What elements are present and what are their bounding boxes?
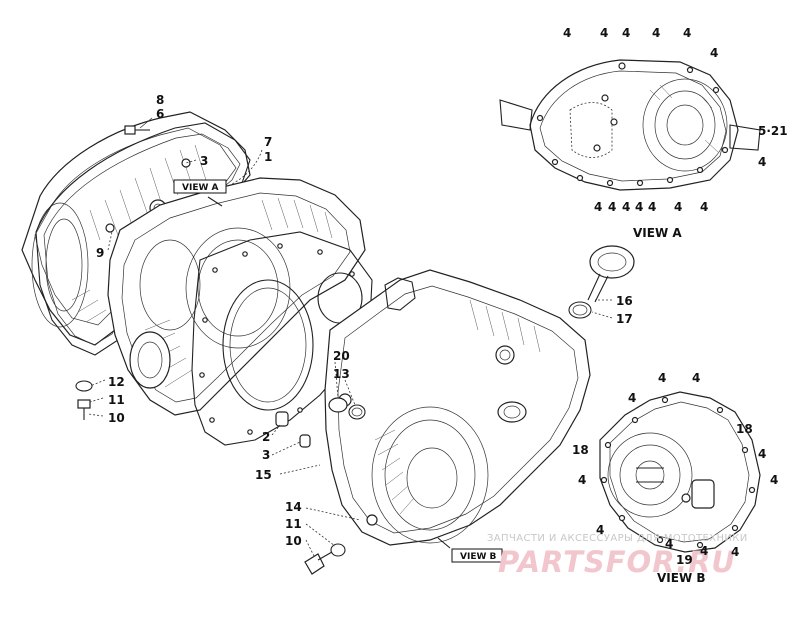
callout-20: 20 [333,349,350,363]
view-b-callout-18: 18 [736,422,753,436]
view-b-title: VIEW B [657,571,706,585]
inner-clutch-housing [107,177,366,416]
view-a-drawing [499,59,761,191]
watermark-logo: PARTSFOR.RU [498,545,736,579]
callout-10-bottom: 10 [285,534,302,548]
view-b-drawing [599,391,761,553]
callout-labels: 8 6 7 1 3 9 12 11 10 20 13 2 3 15 14 11 … [96,26,788,567]
view-b-callout-4: 4 [731,545,739,559]
callout-15: 15 [255,468,272,482]
view-a-callout-4: 4 [758,155,766,169]
view-b-callout-4: 4 [665,537,673,551]
view-a-tag-text: VIEW A [182,183,219,193]
callout-14: 14 [285,500,302,514]
view-b-callout-4: 4 [596,523,604,537]
view-b-callout-4: 4 [578,473,586,487]
view-a-callout-4: 4 [635,200,643,214]
callout-16: 16 [616,294,633,308]
view-a-callout-4: 4 [622,26,630,40]
view-b-callout-4: 4 [692,371,700,385]
small-hardware [75,125,635,575]
view-a-callout-4: 4 [683,26,691,40]
callout-7: 7 [264,135,272,149]
view-a-callout-5-21: 5·21 [758,124,788,138]
view-b-callout-19: 19 [676,553,693,567]
view-a-callout-4: 4 [652,26,660,40]
view-a-callout-4: 4 [648,200,656,214]
view-a-callout-4: 4 [608,200,616,214]
watermark-caption: ЗАПЧАСТИ И АКСЕССУАРЫ ДЛЯ МОТОТЕХНИКИ [487,533,748,544]
view-a-callout-4: 4 [563,26,571,40]
callout-8: 8 [156,93,164,107]
view-a-tag: VIEW A [173,179,227,194]
view-a-callout-4: 4 [600,26,608,40]
callout-2: 2 [262,430,270,444]
callout-3-top: 3 [200,154,208,168]
view-a-title: VIEW A [633,226,682,240]
callout-9: 9 [96,246,104,260]
callout-17: 17 [616,312,633,326]
view-b-callout-4: 4 [628,391,636,405]
view-a-callout-4: 4 [700,200,708,214]
view-b-callout-4: 4 [758,447,766,461]
callout-11-left: 11 [108,393,125,407]
view-b-tag: VIEW B [451,548,503,563]
leader-lines [87,117,613,559]
callout-11-bottom: 11 [285,517,302,531]
view-b-tag-text: VIEW B [460,552,497,562]
callout-6: 6 [156,107,164,121]
callout-13: 13 [333,367,350,381]
view-b-callout-4: 4 [770,473,778,487]
side-cover [324,269,591,546]
callout-12: 12 [108,375,125,389]
callout-1: 1 [264,150,272,164]
view-a-callout-4: 4 [622,200,630,214]
view-a-callout-4: 4 [674,200,682,214]
view-b-callout-4: 4 [658,371,666,385]
view-b-callout-4: 4 [700,544,708,558]
view-a-callout-4: 4 [594,200,602,214]
view-a-callout-4: 4 [710,46,718,60]
callout-3-bottom: 3 [262,448,270,462]
view-b-callout-18: 18 [572,443,589,457]
callout-10-left: 10 [108,411,125,425]
